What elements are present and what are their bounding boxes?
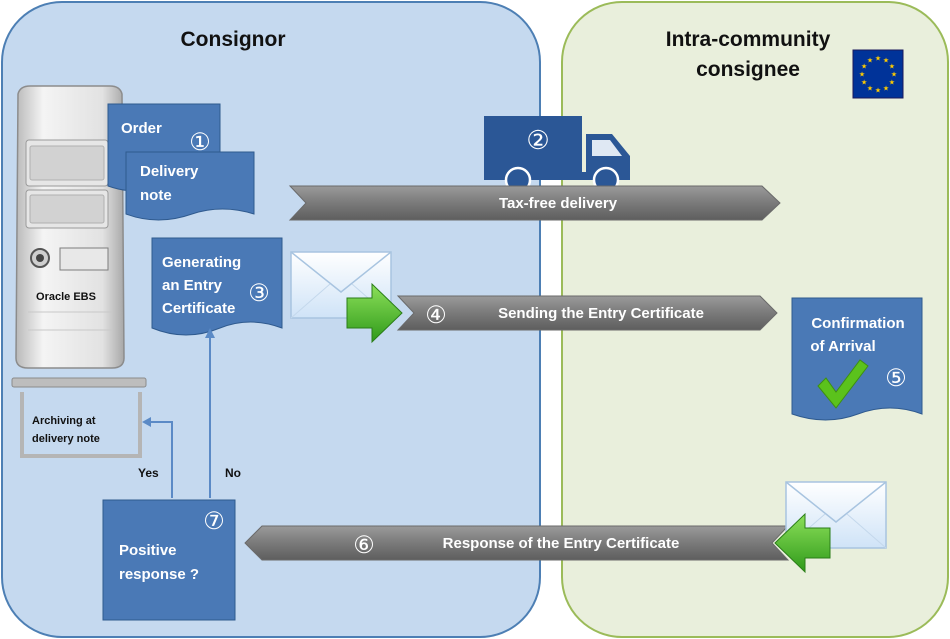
truck-icon (484, 116, 630, 194)
generating-line1: Generating (162, 254, 241, 271)
step-7-marker: ⑦ (203, 508, 225, 535)
eu-star-icon: ★ (891, 71, 897, 79)
green-arrow-send-icon (346, 282, 403, 344)
order-label: Order (121, 120, 162, 137)
eu-star-icon: ★ (875, 87, 881, 95)
server-label: Oracle EBS (36, 291, 96, 303)
delivery-note-line2: note (140, 187, 172, 204)
archive-tray-icon (11, 377, 147, 458)
eu-flag-icon: ★★★★★★★★★★★★ (852, 49, 904, 99)
eu-star-icon: ★ (867, 84, 873, 92)
eu-star-icon: ★ (883, 57, 889, 65)
eu-star-icon: ★ (883, 84, 889, 92)
eu-star-icon: ★ (859, 71, 865, 79)
sending-certificate-arrow (396, 295, 778, 331)
generating-line2: an Entry (162, 277, 223, 294)
archive-line2: delivery note (32, 433, 100, 445)
positive-response-line2: response ? (119, 566, 199, 583)
checkmark-icon (817, 359, 869, 409)
eu-star-icon: ★ (875, 55, 881, 63)
step-2-marker: ② (526, 125, 549, 155)
positive-response-box (102, 499, 236, 621)
yes-connector (142, 417, 173, 498)
consignor-title: Consignor (181, 28, 286, 51)
positive-response-line1: Positive (119, 542, 177, 559)
no-label: No (225, 466, 241, 480)
step-4-marker: ④ (425, 302, 447, 329)
delivery-note-document (125, 151, 255, 221)
generating-certificate-document (151, 237, 283, 336)
confirmation-line2: of Arrival (810, 338, 875, 355)
green-arrow-response-icon (774, 512, 831, 574)
yes-label: Yes (138, 466, 159, 480)
step-1-marker: ① (189, 129, 211, 156)
eu-star-icon: ★ (867, 57, 873, 65)
tax-free-delivery-arrow (288, 185, 781, 221)
no-connector (205, 328, 215, 498)
confirmation-line1: Confirmation (811, 315, 904, 332)
envelope-response-icon (785, 481, 887, 549)
response-certificate-label: Response of the Entry Certificate (443, 535, 680, 552)
eu-star-icon: ★ (861, 79, 867, 87)
delivery-note-line1: Delivery (140, 163, 199, 180)
server-icon (15, 85, 125, 369)
consignee-title-line1: Intra-community (666, 28, 831, 51)
step-3-marker: ③ (248, 280, 270, 307)
tax-free-delivery-label: Tax-free delivery (499, 195, 618, 212)
generating-line3: Certificate (162, 300, 235, 317)
step-6-marker: ⑥ (353, 532, 375, 559)
eu-star-icon: ★ (889, 79, 895, 87)
step-5-marker: ⑤ (885, 365, 907, 392)
sending-certificate-label: Sending the Entry Certificate (498, 305, 704, 322)
eu-star-icon: ★ (861, 63, 867, 71)
consignee-title-line2: consignee (696, 58, 800, 81)
archive-line1: Archiving at (32, 415, 96, 427)
eu-star-icon: ★ (889, 63, 895, 71)
